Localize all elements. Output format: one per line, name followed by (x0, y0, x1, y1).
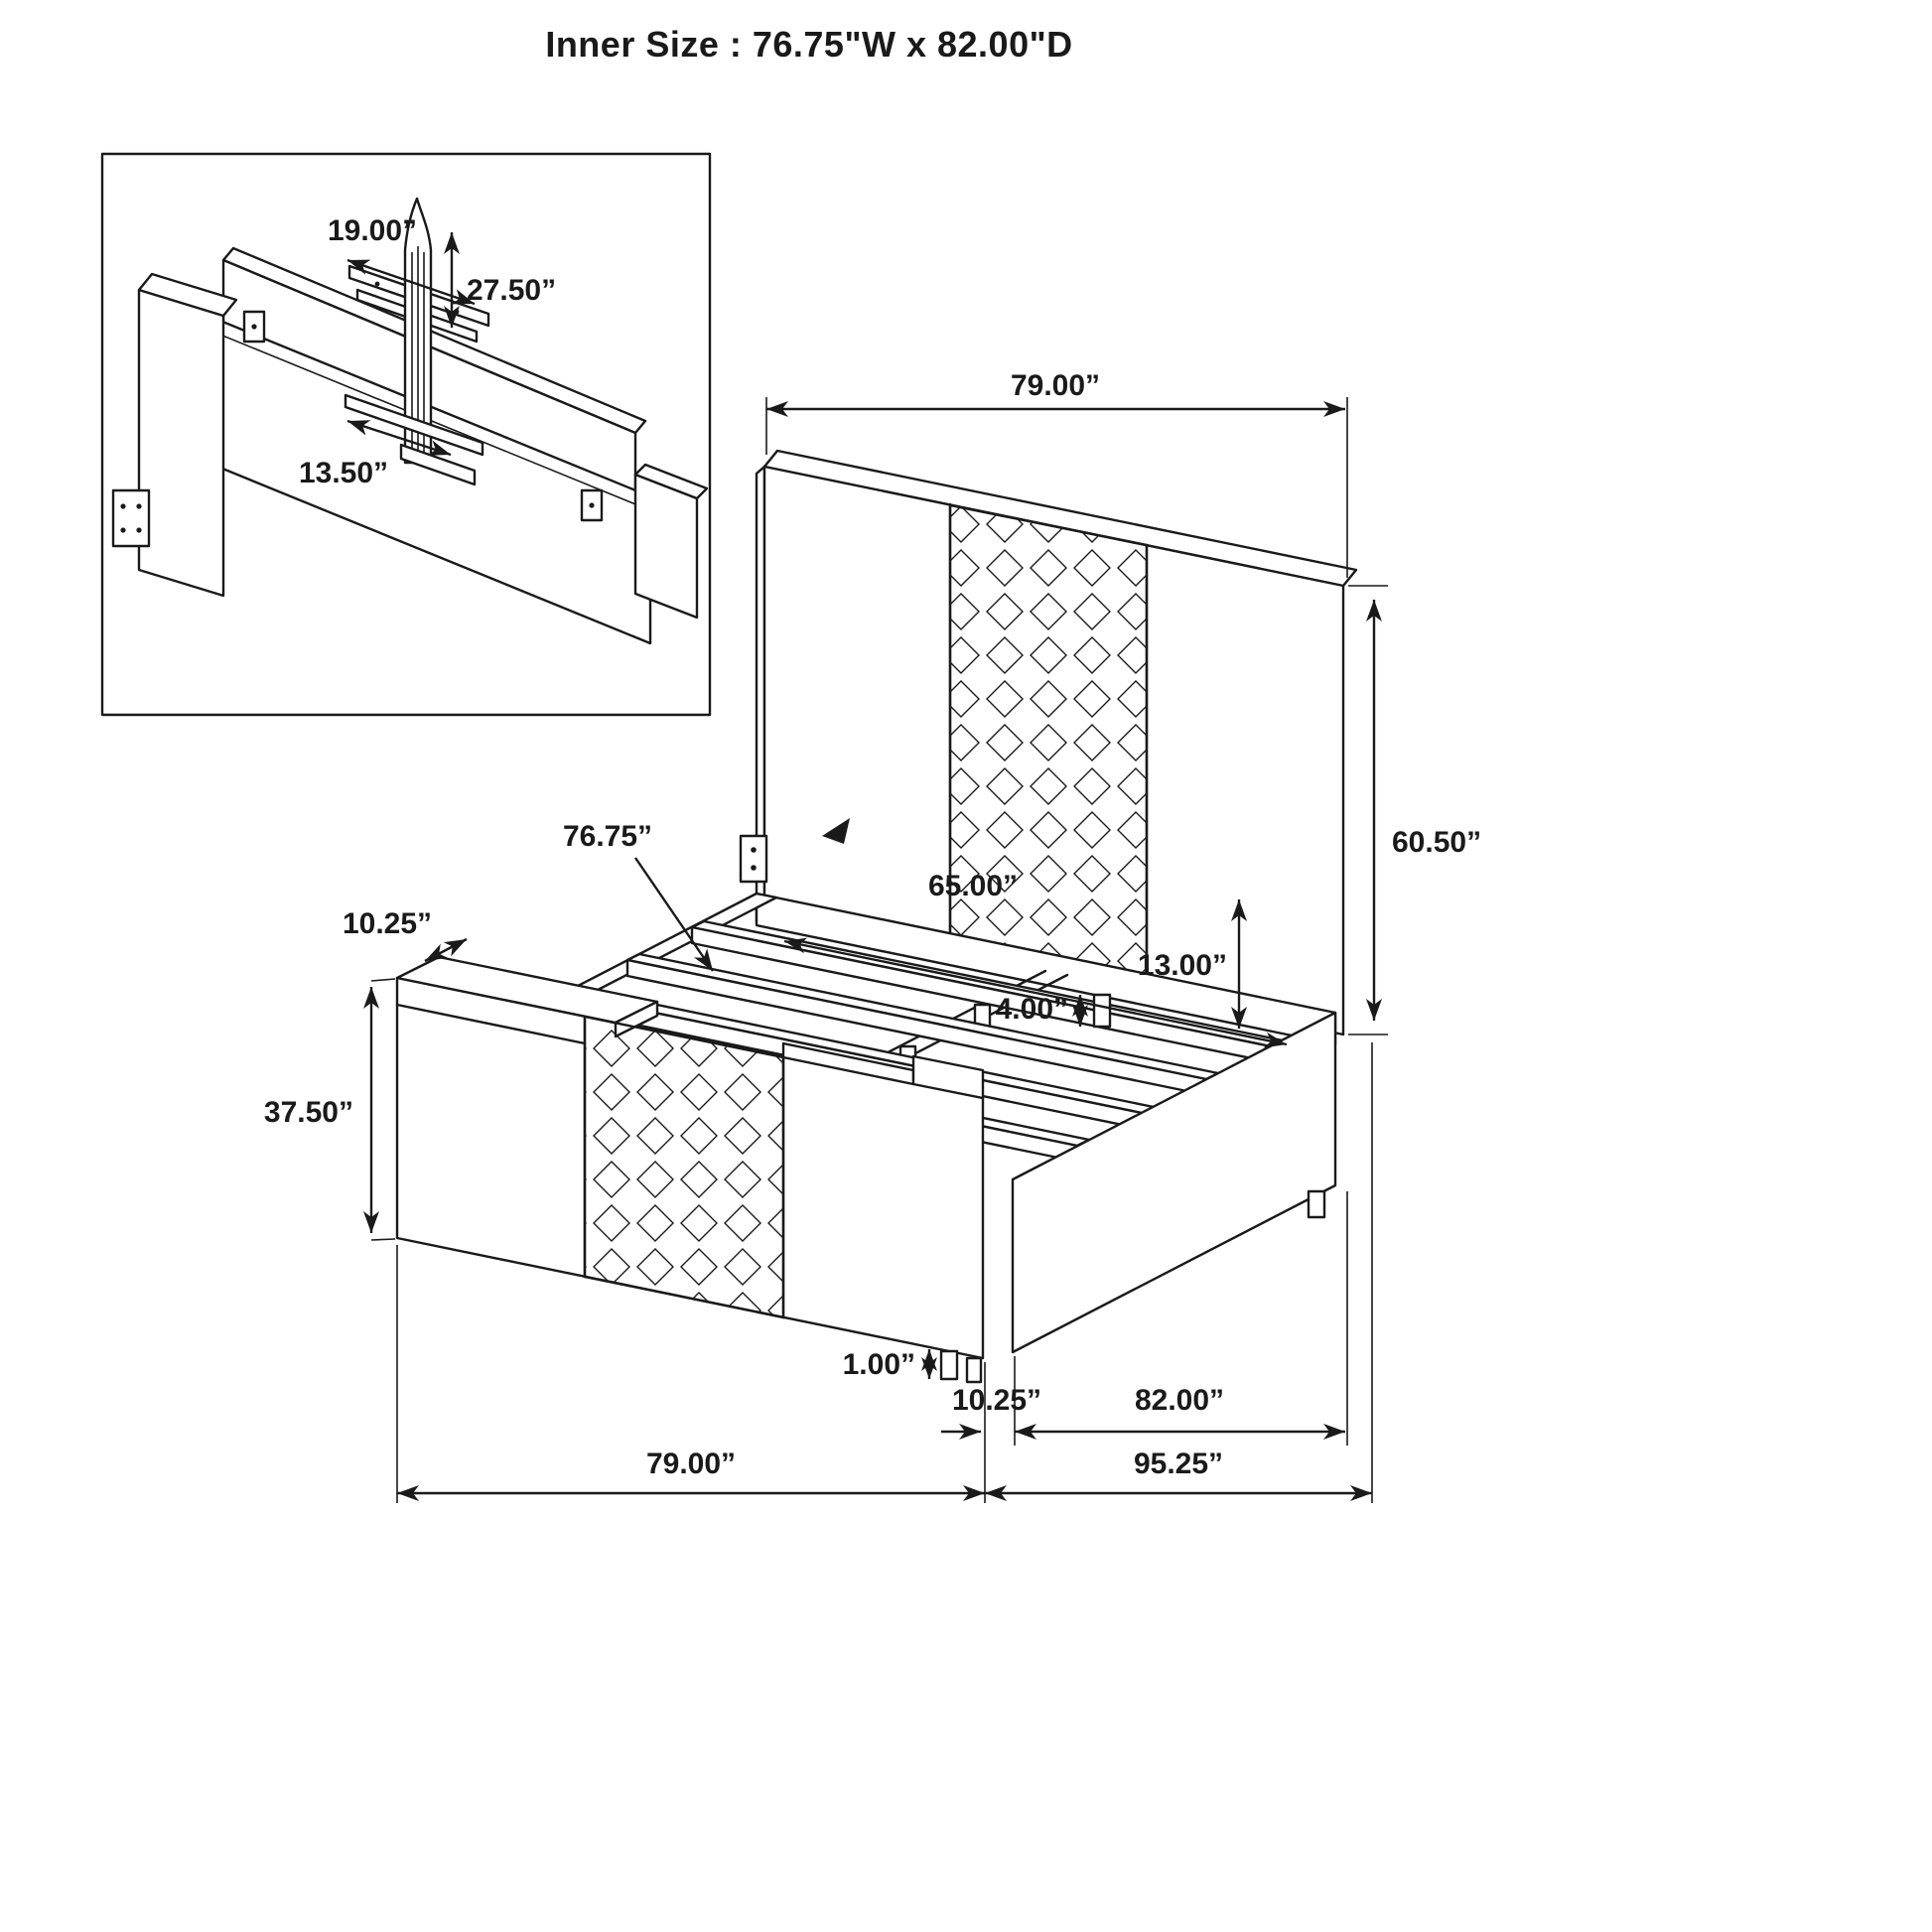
inset-hinge (580, 488, 604, 522)
inset-dimensions: 19.00” 27.50” 13.50” (299, 214, 556, 489)
dim-label-support-block: 4.00” (996, 993, 1068, 1026)
footboard-lattice-panel (583, 1015, 785, 1319)
dim-label-side-rail: 13.00” (1138, 949, 1227, 982)
inset-detail: 19.00” 27.50” 13.50” (100, 152, 712, 717)
dimension-annotations: 79.00” 60.50” 76.75” 65.00” 13.00” 4.00”… (264, 369, 1481, 1503)
page-title: Inner Size : 76.75"W x 82.00"D (545, 24, 1073, 65)
headboard-bracket (739, 818, 850, 884)
inset-wall-bracket (111, 488, 151, 548)
dim-label-footboard-height: 37.50” (264, 1096, 353, 1129)
dim-label-footboard-bottom-depth: 10.25” (952, 1384, 1041, 1417)
bed-foot (939, 1349, 959, 1381)
support-block (1092, 993, 1112, 1029)
headboard (755, 449, 1358, 1036)
dim-label-mount-height: 27.50” (467, 274, 556, 307)
footboard (395, 955, 985, 1384)
bed-foot (965, 1356, 983, 1384)
bracket-pointer-icon (822, 818, 850, 844)
inset-hinge (242, 310, 266, 344)
inset-left-post (137, 288, 225, 598)
dim-label-foot-height: 1.00” (843, 1348, 915, 1381)
dim-label-headboard-width: 79.00” (1011, 369, 1100, 402)
right-rail (1011, 1011, 1337, 1354)
dim-label-inner-depth: 82.00” (1135, 1384, 1224, 1417)
bed-foot (1307, 1189, 1326, 1219)
dim-label-overall-depth: 95.25” (1134, 1448, 1223, 1480)
dim-label-lower-bar: 13.50” (299, 457, 388, 489)
dim-label-headboard-height: 60.50” (1392, 826, 1481, 859)
dim-label-bar-length: 19.00” (328, 214, 417, 247)
dim-label-slat-length: 76.75” (563, 820, 652, 853)
dim-label-inner-width: 65.00” (928, 870, 1018, 902)
dim-label-footboard-top-depth: 10.25” (343, 907, 432, 940)
headboard-lattice-panel (948, 503, 1149, 996)
dim-label-footboard-width: 79.00” (646, 1448, 736, 1480)
